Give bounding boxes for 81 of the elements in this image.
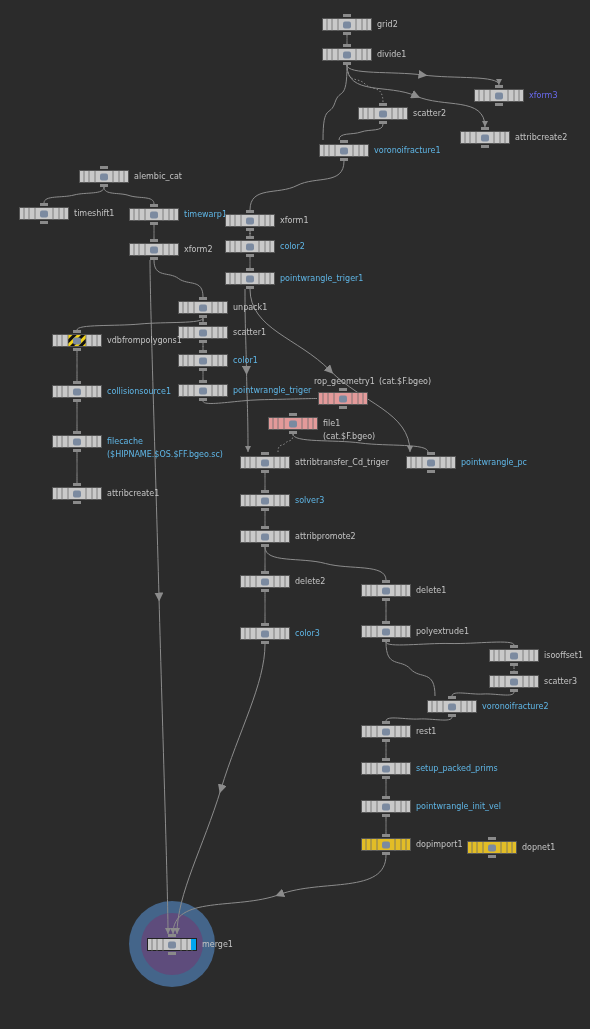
connector: [346, 34, 348, 45]
connector: [264, 591, 266, 624]
node-label: scatter2: [413, 109, 447, 119]
node-label: setup_packed_prims: [416, 764, 498, 774]
connector: [153, 259, 204, 298]
node-label: pointwrangle_triger1: [280, 274, 364, 284]
node-label: ($HIPNAME.$OS.$FF.bgeo.sc): [107, 450, 223, 460]
connector: [202, 398, 318, 404]
node-label: scatter3: [544, 677, 578, 687]
connector: [249, 256, 251, 269]
node-label: vdbfrompolygons1: [107, 336, 182, 346]
node-label: attribpromote2: [295, 532, 356, 542]
node-label: (cat.$F.bgeo): [323, 432, 376, 442]
node-label: pointwrangle_triger: [233, 386, 312, 396]
node-label: voronoifracture1: [374, 146, 441, 156]
node-label: isooffset1: [544, 651, 583, 661]
node-label: xform2: [184, 245, 213, 255]
node-label: pointwrangle_pc: [461, 458, 527, 468]
connector: [43, 186, 105, 204]
node-label: delete2: [295, 577, 326, 587]
connector: [76, 401, 78, 432]
node-label: filecache: [107, 437, 144, 447]
node-label: (cat.$F.bgeo): [378, 376, 432, 387]
connector: [264, 510, 266, 527]
connector: [385, 816, 387, 835]
node-label: file1: [323, 419, 342, 429]
connector: [170, 854, 387, 935]
connector: [76, 451, 78, 484]
node-label: attribcreate2: [515, 133, 568, 143]
connector: [103, 186, 155, 205]
connector: [153, 224, 155, 240]
connector: [202, 370, 204, 381]
connector: [249, 160, 345, 211]
node-label: timewarp1: [184, 210, 227, 220]
connector: [149, 259, 171, 935]
node-label: collisionsource1: [107, 387, 171, 397]
node-label: color3: [295, 629, 320, 639]
connector: [385, 741, 387, 759]
node-label: delete1: [416, 586, 447, 596]
connector: [264, 472, 266, 491]
node-label: alembic_cat: [134, 172, 182, 182]
connector: [249, 230, 251, 237]
connector: [292, 433, 429, 453]
connector: [202, 342, 204, 351]
node-label: pointwrangle_init_vel: [416, 802, 501, 812]
connector: [264, 546, 387, 581]
node-label: rest1: [416, 727, 437, 737]
node-label: timeshift1: [74, 209, 115, 219]
connector: [242, 288, 251, 453]
node-label: divide1: [377, 50, 407, 60]
connector: [385, 641, 515, 646]
node-label: color2: [280, 242, 305, 252]
connector: [76, 317, 204, 331]
connector: [277, 433, 294, 453]
connector: [346, 64, 502, 86]
connector: [385, 641, 436, 697]
node-label: grid2: [377, 20, 398, 30]
node-label: attribtransfer_Cd_triger: [295, 458, 389, 468]
connector: [451, 691, 515, 697]
connector: [338, 123, 384, 141]
connector: [76, 350, 78, 382]
node-label: dopimport1: [416, 840, 463, 850]
connector: [264, 546, 266, 572]
connector: [385, 778, 387, 797]
connector: [322, 64, 348, 141]
node-label: voronoifracture2: [482, 702, 549, 712]
node-label: rop_geometry1: [314, 376, 375, 387]
node-label: scatter1: [233, 328, 267, 338]
connector: [385, 600, 387, 622]
node-label: dopnet1: [522, 843, 556, 853]
node-label: xform1: [280, 216, 309, 226]
connector: [175, 643, 266, 935]
node-label: color1: [233, 356, 258, 366]
node-label: attribcreate1: [107, 489, 160, 499]
node-label: polyextrude1: [416, 627, 470, 637]
node-label: unpack1: [233, 303, 268, 313]
connector: [249, 288, 413, 453]
connector: [513, 665, 515, 672]
node-label: solver3: [295, 496, 325, 506]
node-label: xform3: [529, 91, 558, 101]
connector: [385, 716, 453, 722]
